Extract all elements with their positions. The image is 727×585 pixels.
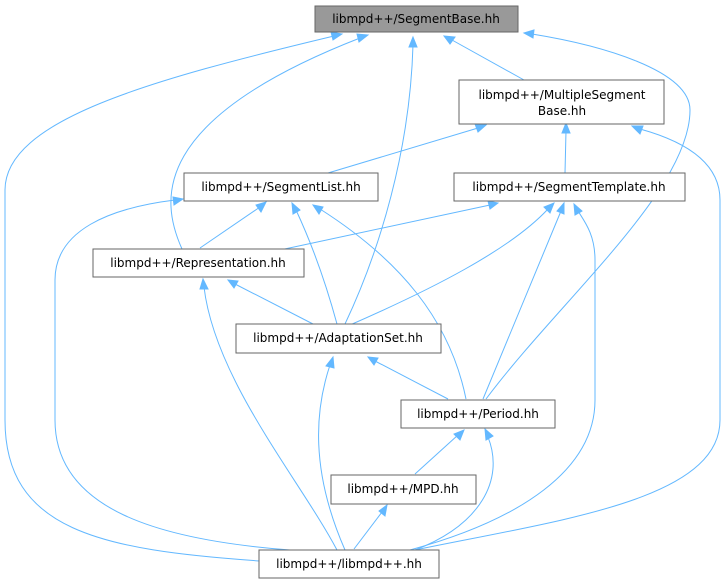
edges-group <box>4 29 721 562</box>
node-libmpd[interactable]: libmpd++/libmpd++.hh <box>258 549 440 579</box>
node-segmenttemplate[interactable]: libmpd++/SegmentTemplate.hh <box>453 172 686 202</box>
edge-libmpd-to-segmentlist <box>54 196 291 551</box>
node-period[interactable]: libmpd++/Period.hh <box>400 399 556 429</box>
edge-segmenttemplate-to-multiplesegmentbase <box>561 121 571 174</box>
edge-period-to-segmenttemplate <box>482 201 565 400</box>
edge-libmpd-to-segmentbase <box>4 31 344 562</box>
node-label: libmpd++/SegmentList.hh <box>201 180 360 194</box>
edge-period-to-adaptationset <box>366 356 449 400</box>
edge-adaptationset-to-segmentbase <box>344 35 418 325</box>
nodes-group: libmpd++/SegmentBase.hh libmpd++/Multipl… <box>92 5 686 579</box>
node-segmentlist[interactable]: libmpd++/SegmentList.hh <box>183 172 379 202</box>
node-mpd[interactable]: libmpd++/MPD.hh <box>330 474 477 505</box>
node-label: libmpd++/SegmentTemplate.hh <box>472 180 665 194</box>
node-representation[interactable]: libmpd++/Representation.hh <box>92 248 305 278</box>
node-label-line2: Base.hh <box>538 104 586 118</box>
edge-representation-to-segmentbase <box>170 33 370 250</box>
edge-adaptationset-to-segmentlist <box>291 201 338 325</box>
edge-libmpd-to-adaptationset <box>318 355 346 551</box>
node-label: libmpd++/MPD.hh <box>347 482 458 496</box>
node-segmentbase[interactable]: libmpd++/SegmentBase.hh <box>314 5 519 33</box>
edge-period-to-segmentlist <box>311 204 467 400</box>
edge-segmentlist-to-multiplesegmentbase <box>327 123 488 174</box>
node-label-line1: libmpd++/MultipleSegment <box>478 88 645 102</box>
edge-libmpd-to-representation <box>199 277 338 551</box>
edge-adaptationset-to-representation <box>226 279 314 325</box>
edge-representation-to-segmentlist <box>199 201 267 249</box>
edge-adaptationset-to-segmenttemplate <box>349 202 555 326</box>
node-label: libmpd++/Representation.hh <box>110 256 286 270</box>
edge-libmpd-to-mpd <box>353 503 388 550</box>
edge-mpd-to-period <box>414 429 465 475</box>
edge-libmpd-to-period <box>414 427 494 551</box>
edge-representation-to-segmenttemplate <box>279 200 500 251</box>
node-label: libmpd++/SegmentBase.hh <box>332 12 500 26</box>
node-label: libmpd++/libmpd++.hh <box>276 557 422 571</box>
node-multiplesegmentbase[interactable]: libmpd++/MultipleSegment Base.hh <box>458 79 665 125</box>
edge-libmpd-to-multiplesegmentbase <box>414 125 721 551</box>
node-adaptationset[interactable]: libmpd++/AdaptationSet.hh <box>235 323 442 354</box>
edge-period-to-segmentbase <box>485 29 691 400</box>
edge-libmpd-to-segmenttemplate <box>409 202 596 551</box>
node-label: libmpd++/Period.hh <box>417 407 539 421</box>
node-label: libmpd++/AdaptationSet.hh <box>253 331 423 345</box>
edge-multiplesegmentbase-to-segmentbase <box>442 35 525 81</box>
